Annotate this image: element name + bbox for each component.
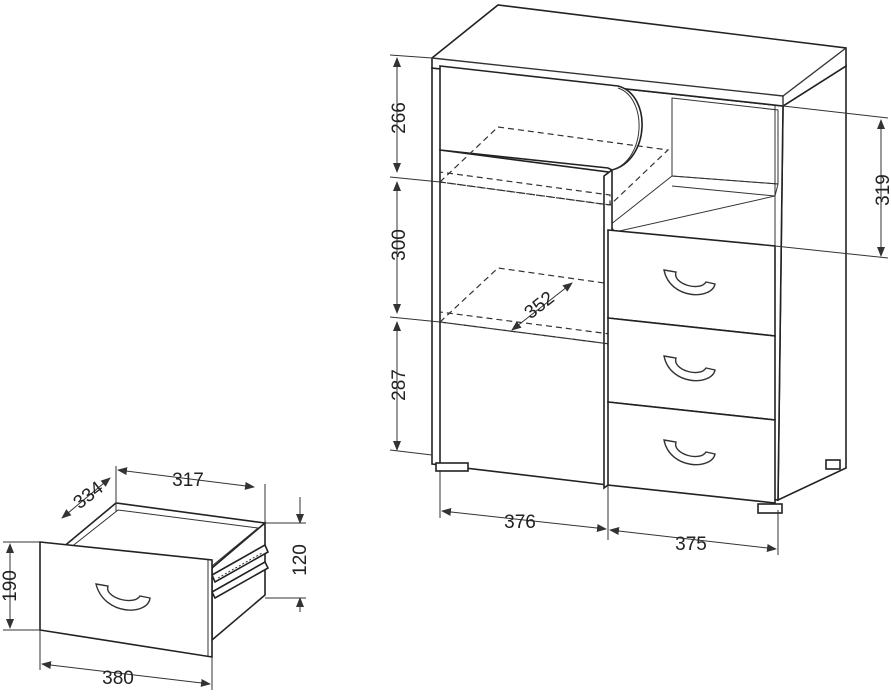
dim-287-label: 287 [389,369,410,401]
ref-line-top [389,54,433,59]
foot-front-right [757,503,783,514]
ref-line-upper [389,176,441,183]
drawer-front [39,541,213,658]
drawer-3 [607,401,776,504]
dim-380-line [41,661,211,687]
drawer-2-handle-icon [663,355,716,382]
dim-300-label: 300 [389,229,410,261]
foot-left [435,462,469,472]
upper-shelf-dashed-front [439,171,611,206]
dim-375-label: 375 [675,534,707,555]
drawer-inner-rim [69,509,260,567]
dim-375-line [609,527,777,552]
drawer-detail [3,466,306,690]
cabinet-right-side [777,64,847,502]
drawer-detail-handle-icon [95,583,151,611]
drawer-1-handle-icon [663,269,716,296]
dim-319-label: 319 [873,174,891,206]
cabinet-dimensions: 266 300 287 319 352 376 375 [389,57,891,555]
ref-line-bottom [389,449,433,456]
top-front-edge [431,57,784,97]
ref-319-top [782,105,889,119]
dim-120-label: 120 [290,544,311,576]
door-curve-edge [611,87,640,171]
runner-detail [217,552,263,579]
dim-317-line [117,467,255,490]
dim-334-label: 334 [70,477,108,513]
foot-back-right [825,459,841,470]
dim-376-line [441,508,607,532]
dim-190-label: 190 [0,570,21,602]
drawer-runner [210,543,270,584]
dim-376-label: 376 [504,512,536,533]
ref-line-lower [389,316,441,323]
dim-334-line [61,477,111,519]
ref-319-bottom [774,245,889,259]
dim-380-label: 380 [102,668,134,689]
cabinet-door [439,149,609,486]
drawer-3-handle-icon [663,439,716,466]
drawer-dimensions: 334 317 190 120 380 [0,467,311,689]
dim-352-line [511,282,573,331]
dim-317-label: 317 [172,470,204,491]
upper-shelf-dashed [438,126,670,206]
cabinet [389,4,889,555]
drawer-runner-lower [210,560,270,600]
dim-266-label: 266 [389,102,410,134]
shelf-front-edge [671,185,776,197]
top-right-edge [782,47,847,97]
cabinet-top [431,4,847,107]
